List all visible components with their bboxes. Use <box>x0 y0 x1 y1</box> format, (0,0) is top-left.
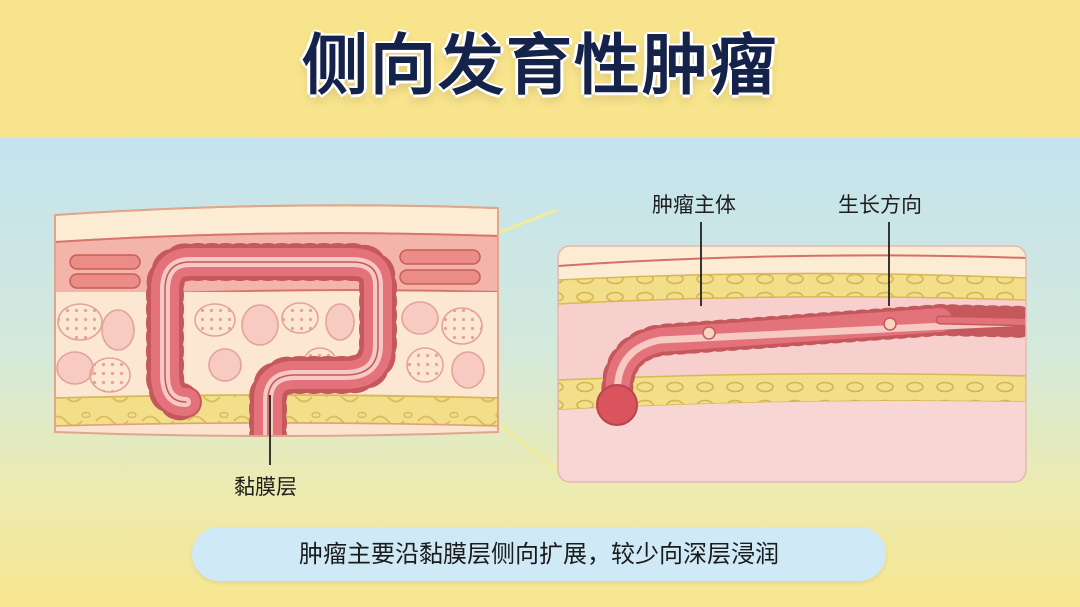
right-panel-border <box>557 245 1027 483</box>
growth-direction-marker <box>883 317 897 331</box>
label-growth-direction: 生长方向 <box>838 193 922 217</box>
colon-cross-section <box>55 205 498 436</box>
title-banner <box>0 0 1080 138</box>
page-title: 侧向发育性肿瘤 <box>302 27 778 104</box>
tumor-zoom-panel <box>558 246 1026 482</box>
label-tumor-body: 肿瘤主体 <box>652 193 736 217</box>
left-panel-border <box>54 204 499 437</box>
zoom-line-bottom <box>499 423 558 472</box>
tumor-nodule <box>596 384 638 426</box>
label-mucosa: 黏膜层 <box>234 475 297 499</box>
caption-bar: 肿瘤主要沿黏膜层侧向扩展，较少向深层浸润 <box>192 527 886 581</box>
tumor-body-marker <box>702 326 716 340</box>
zoom-line-top <box>499 208 558 234</box>
